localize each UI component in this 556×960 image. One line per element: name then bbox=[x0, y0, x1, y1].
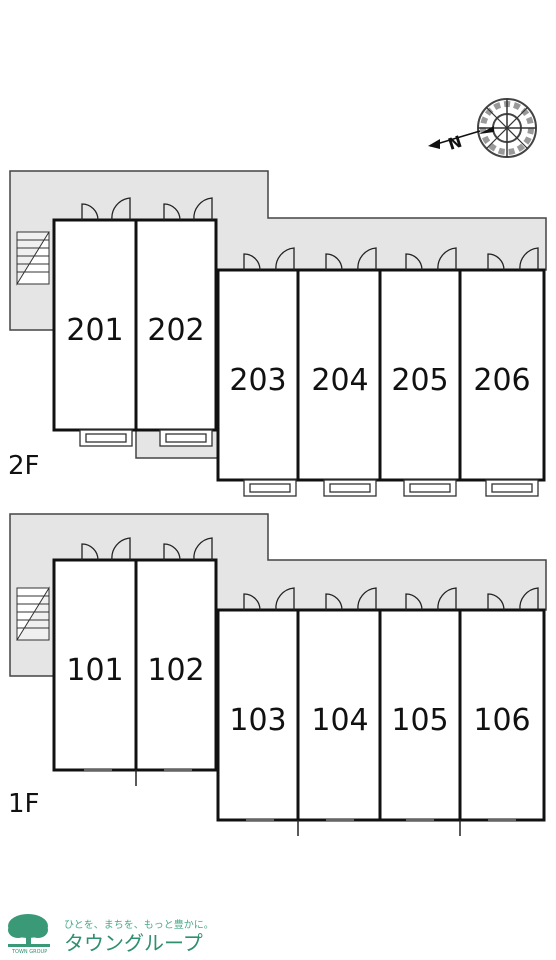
stairs-1f bbox=[16, 586, 50, 641]
floor-label-2f: 2F bbox=[8, 451, 40, 481]
logo-name: タウングループ bbox=[64, 931, 203, 955]
compass: N bbox=[428, 98, 537, 158]
unit-number-206: 206 bbox=[473, 363, 530, 398]
tree-logo-icon bbox=[8, 914, 50, 947]
unit-number-201: 201 bbox=[66, 313, 123, 348]
unit-number-105: 105 bbox=[391, 703, 448, 738]
doors-1f bbox=[81, 537, 539, 611]
unit-number-102: 102 bbox=[147, 653, 204, 688]
floor-2f: 201 202 203 204 205 206 2F bbox=[8, 170, 547, 497]
doors-2f bbox=[81, 197, 539, 271]
unit-205 bbox=[378, 268, 462, 482]
unit-number-204: 204 bbox=[311, 363, 368, 398]
unit-number-103: 103 bbox=[229, 703, 286, 738]
logo-sub-text: TOWN GROUP bbox=[11, 949, 47, 955]
unit-number-101: 101 bbox=[66, 653, 123, 688]
unit-number-202: 202 bbox=[147, 313, 204, 348]
logo-tagline: ひとを、まちを、もっと豊かに。 bbox=[64, 918, 214, 931]
unit-number-106: 106 bbox=[473, 703, 530, 738]
north-arrow-compass-icon bbox=[428, 98, 537, 158]
unit-203 bbox=[216, 268, 300, 482]
floor-label-1f: 1F bbox=[8, 789, 40, 819]
unit-number-203: 203 bbox=[229, 363, 286, 398]
unit-204 bbox=[296, 268, 382, 482]
compass-letter: N bbox=[446, 132, 465, 154]
unit-206 bbox=[458, 268, 546, 482]
unit-number-104: 104 bbox=[311, 703, 368, 738]
company-logo: TOWN GROUP ひとを、まちを、もっと豊かに。 タウングループ bbox=[8, 914, 214, 955]
unit-105 bbox=[378, 608, 462, 822]
windows-1f bbox=[84, 769, 516, 836]
floor-1f: 101 102 103 104 105 106 1F bbox=[8, 513, 547, 836]
unit-202 bbox=[134, 218, 218, 432]
balconies-2f bbox=[79, 429, 539, 497]
stairs-2f bbox=[16, 231, 50, 286]
unit-number-205: 205 bbox=[391, 363, 448, 398]
